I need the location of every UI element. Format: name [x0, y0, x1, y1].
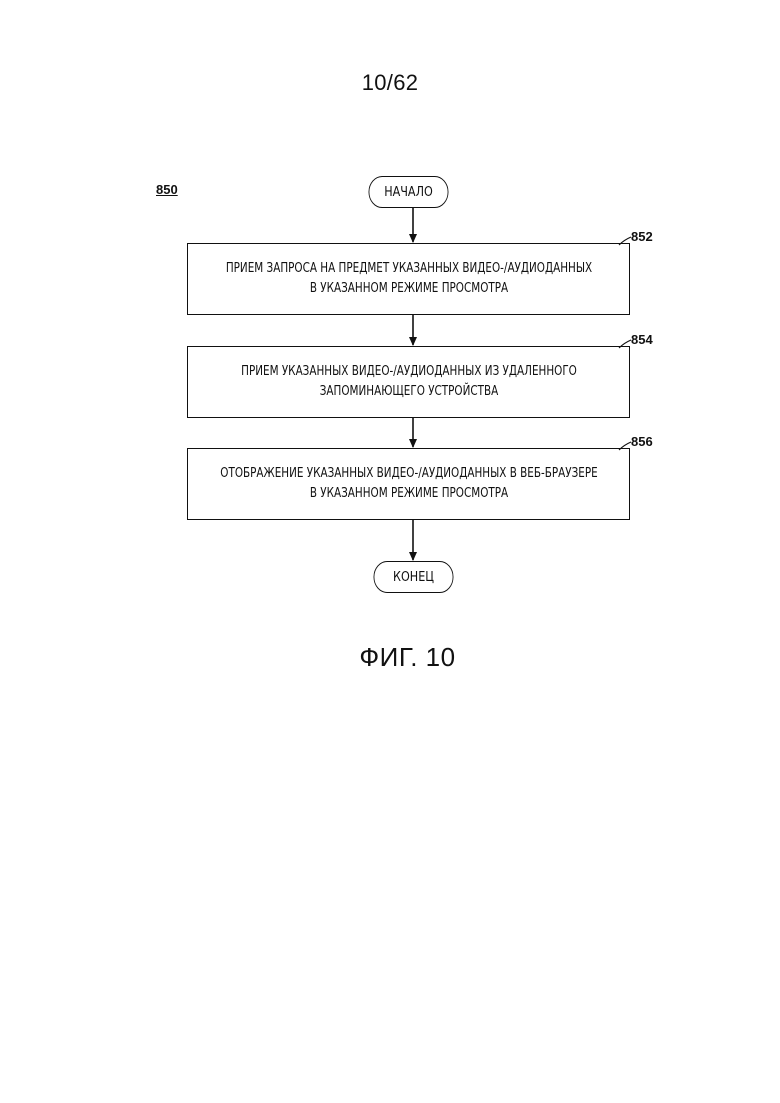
process-step-text: ПРИЕМ УКАЗАННЫХ ВИДЕО-/АУДИОДАННЫХ ИЗ УД… — [193, 362, 625, 402]
process-step-display-data: ОТОБРАЖЕНИЕ УКАЗАННЫХ ВИДЕО-/АУДИОДАННЫХ… — [187, 448, 630, 520]
start-terminal: НАЧАЛО — [369, 176, 449, 208]
step-reference-label: 856 — [631, 434, 653, 449]
end-terminal: КОНЕЦ — [374, 561, 454, 593]
step-reference-label: 852 — [631, 229, 653, 244]
process-step-text: ОТОБРАЖЕНИЕ УКАЗАННЫХ ВИДЕО-/АУДИОДАННЫХ… — [193, 464, 625, 504]
step-reference-label: 854 — [631, 332, 653, 347]
process-step-receive-data: ПРИЕМ УКАЗАННЫХ ВИДЕО-/АУДИОДАННЫХ ИЗ УД… — [187, 346, 630, 418]
diagram-reference-label: 850 — [156, 182, 178, 197]
process-step-receive-request: ПРИЕМ ЗАПРОСА НА ПРЕДМЕТ УКАЗАННЫХ ВИДЕО… — [187, 243, 630, 315]
process-step-text: ПРИЕМ ЗАПРОСА НА ПРЕДМЕТ УКАЗАННЫХ ВИДЕО… — [193, 259, 625, 299]
page-number: 10/62 — [0, 70, 780, 96]
figure-caption: ФИГ. 10 — [0, 642, 780, 673]
